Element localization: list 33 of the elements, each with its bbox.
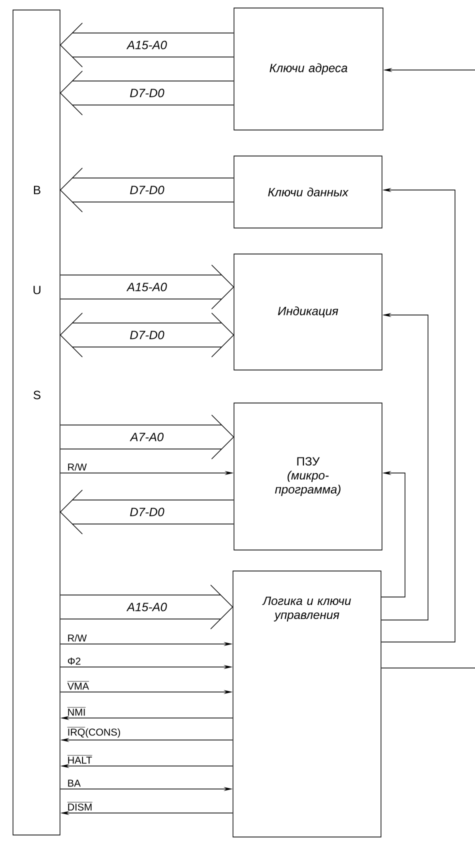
bus-arrow [60,312,234,358]
bus-arrow [60,168,234,212]
bus-arrow [60,414,234,460]
edge-label: $\mbox{BA}$ [68,780,81,787]
edge-label: $\overline{\mbox{VMA}}$ [67,681,90,690]
edge-label: A15-A0 [126,282,167,292]
edge-label: D7-D0 [130,330,164,340]
block-box: Индикация [234,254,382,370]
edge-label: R/W [68,463,87,471]
bus-arrow [60,584,234,630]
bus-letter: S [34,390,40,400]
bus-letter: U [34,286,40,294]
edge-label: D7-D0 [130,88,164,98]
bus-arrow [60,22,234,68]
edge-label: $\overline{\mbox{HALT}}$ [67,755,92,764]
edge-label: $\overline{\mbox{NMI}}$ [67,707,86,716]
edge-label: D7-D0 [130,508,164,516]
edge-label: A15-A0 [126,40,167,50]
bus-arrow [60,264,234,310]
bus-letter: B [34,186,40,194]
edge-label: R/W [68,634,87,642]
bus-arrow [60,490,234,534]
block-box: Ключи данных [234,156,382,228]
edge-label: Φ2 [68,658,80,665]
bus-arrow [60,70,234,116]
edge-label: $\overline{\mbox{DISM}}$ [67,802,92,811]
edge-label: A15-A0 [126,602,167,612]
block-box: ПЗУ (микро- программа) [234,402,382,550]
block-box: Логика и ключи управления [232,570,382,838]
block-box: Ключи адреса [234,8,384,130]
edge-label: $\overline{\mbox{IRQ}}\mbox{(CONS)}$ [67,727,120,738]
edge-label: D7-D0 [130,186,164,194]
edge-label: A7-A0 [130,432,164,442]
